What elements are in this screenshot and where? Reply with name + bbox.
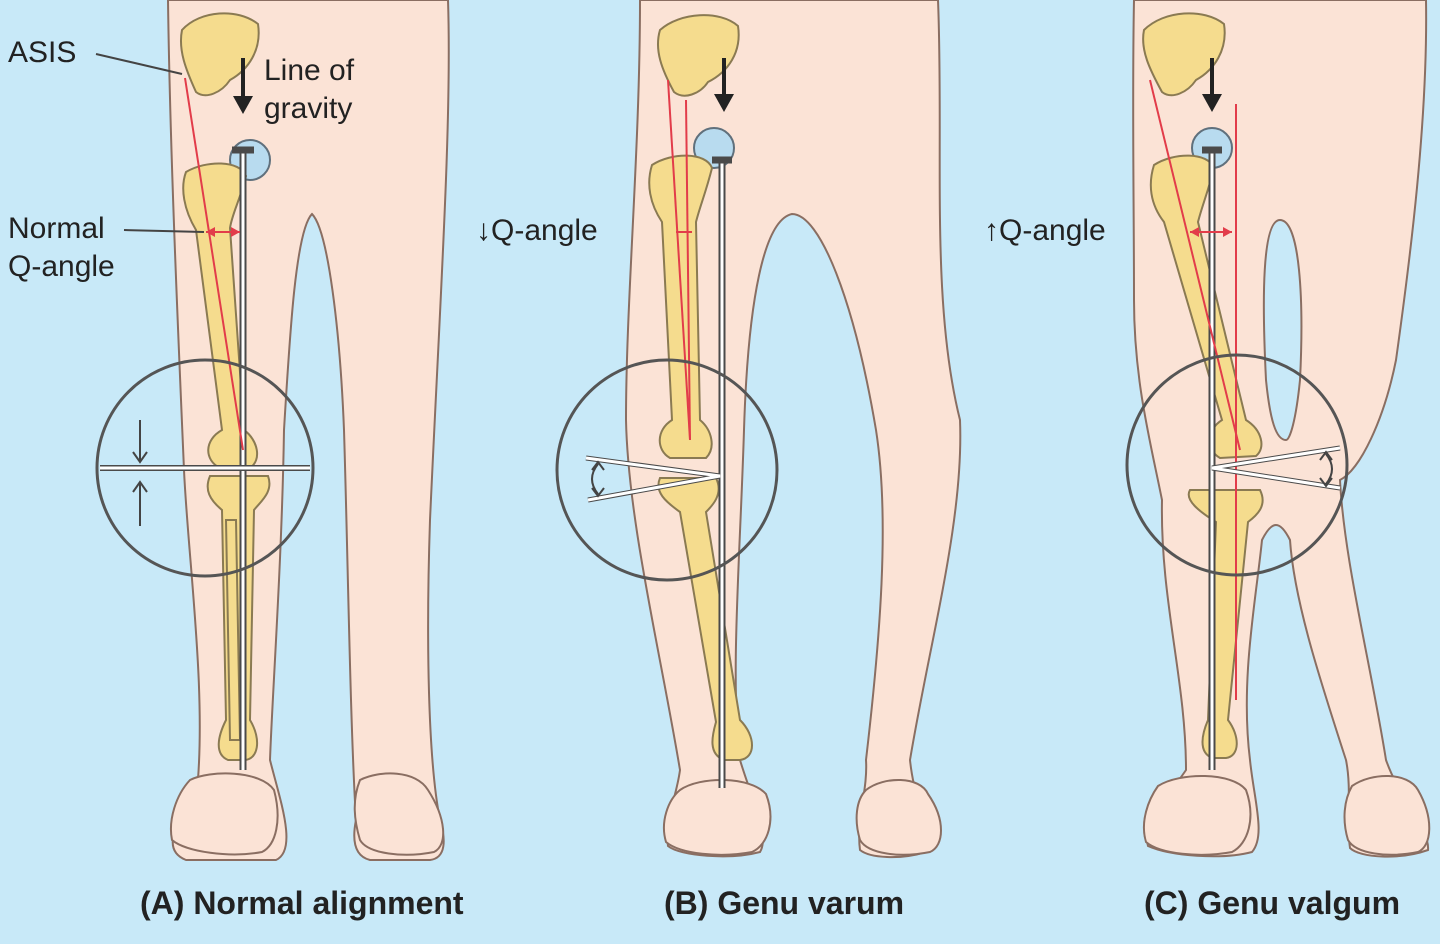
tibia-c [1187, 489, 1264, 759]
label-line-of-gravity-1: Line of [264, 54, 355, 87]
label-line-of-gravity-2: gravity [264, 92, 352, 125]
label-increased-q-angle: ↑Q-angle [984, 214, 1106, 247]
knee-circle-a [95, 358, 315, 578]
pelvis-bone-b [656, 14, 740, 97]
asis-line-c [1149, 79, 1241, 451]
label-normal-q-2: Q-angle [8, 250, 115, 283]
joint-gap-arrows-a [132, 420, 148, 526]
panel-genu-valgum [1125, 0, 1431, 858]
caption-genu-valgum: (C) Genu valgum [1144, 885, 1400, 921]
tibia-b [657, 477, 753, 761]
foot-left-a [170, 772, 279, 856]
pelvis-bone-c [1142, 12, 1226, 97]
femur-b [648, 154, 714, 459]
asis-line-a [184, 77, 244, 451]
valgum-angle-arrow [1319, 450, 1333, 488]
foot-right-a [353, 772, 445, 856]
panel-normal-alignment [95, 0, 450, 861]
label-normal-q-1: Normal [8, 212, 105, 245]
knee-circle-c [1125, 353, 1349, 577]
panel-genu-varum [555, 0, 962, 859]
varum-angle-arrow [591, 460, 605, 498]
foot-right-b [855, 778, 942, 856]
foot-right-c [1343, 775, 1431, 856]
pelvis-bone-a [180, 12, 260, 97]
legs-silhouette-a [166, 0, 450, 861]
label-decreased-q-angle: ↓Q-angle [476, 214, 598, 247]
foot-left-c [1142, 774, 1252, 856]
foot-left-b [662, 779, 772, 856]
caption-normal-alignment: (A) Normal alignment [140, 885, 464, 921]
inner-leg-gap-c [1262, 218, 1303, 442]
knee-circle-b [555, 358, 779, 582]
caption-genu-varum: (B) Genu varum [664, 885, 904, 921]
normal-q-leader [123, 229, 205, 233]
label-asis: ASIS [8, 36, 76, 69]
asis-line-b [667, 79, 691, 441]
asis-leader [95, 53, 183, 75]
